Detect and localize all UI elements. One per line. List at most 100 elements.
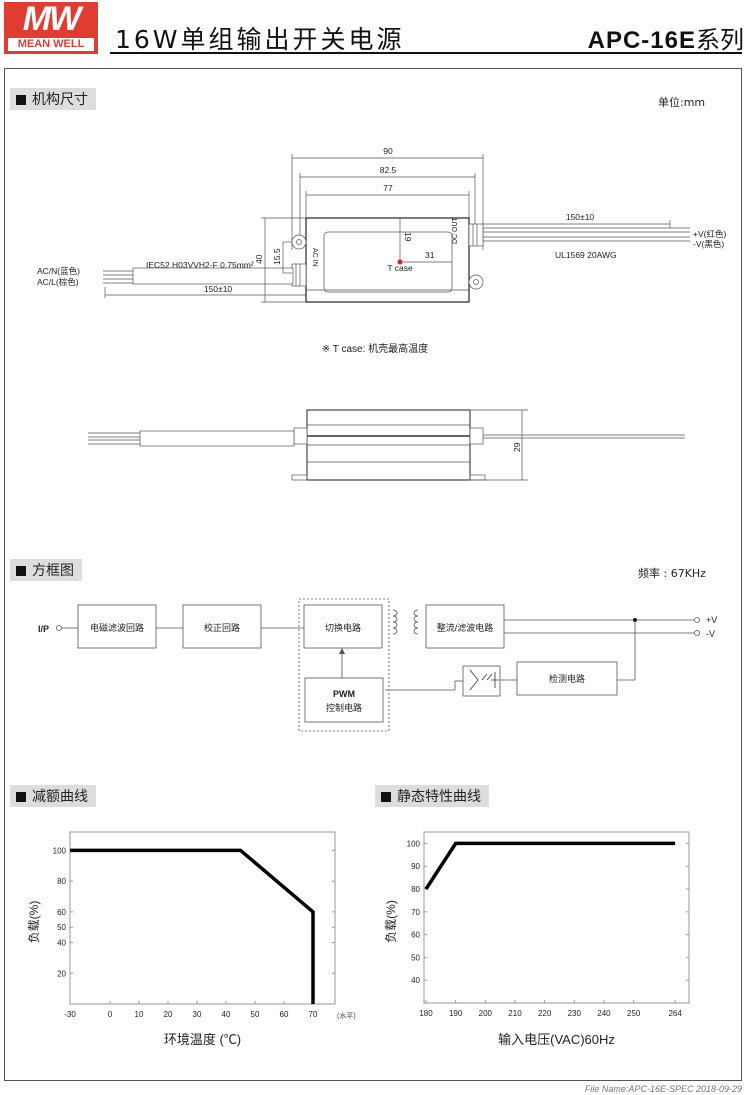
block-pwm-label: 控制电路 — [326, 702, 362, 713]
dim-82-5: 82.5 — [299, 165, 476, 240]
y-tick-label: 70 — [411, 908, 420, 917]
input-cable — [132, 267, 294, 285]
x-tick-label: 70 — [309, 1010, 318, 1019]
dim-82-5-label: 82.5 — [380, 165, 397, 175]
section-header-mechanical: 机构尺寸 — [10, 88, 96, 110]
logo-mark: MW — [22, 0, 81, 38]
unit-label: 单位:mm — [658, 96, 706, 109]
section-title: 静态特性曲线 — [397, 789, 481, 805]
block-pfc — [182, 604, 262, 649]
v-plus-label: +V(红色) — [693, 229, 726, 239]
dim-77-label: 77 — [383, 183, 393, 193]
x-tick-label: 190 — [449, 1009, 463, 1018]
block-rectifier-label: 整流/滤波电路 — [437, 622, 494, 633]
psu-body-top-view — [305, 217, 470, 303]
y-tick-label: 60 — [57, 908, 66, 917]
block-pwm — [304, 677, 384, 723]
x-axis-unit-note: (水平) — [337, 1011, 356, 1020]
section-bullet-icon — [381, 792, 391, 802]
block-detection — [516, 661, 618, 696]
x-tick-label: 180 — [419, 1009, 433, 1018]
series-line-load — [70, 848, 315, 1004]
section-header-static: 静态特性曲线 — [375, 785, 489, 807]
y-axis-label: 负载(%) — [384, 900, 398, 943]
mount-ear-left — [291, 234, 307, 250]
block-switching — [303, 604, 383, 649]
footer-file-name: File Name:APC-16E-SPEC 2018-09-29 — [584, 1084, 742, 1094]
block-pwm-title: PWM — [333, 689, 355, 699]
block-emi-filter — [77, 604, 157, 649]
section-title: 机构尺寸 — [32, 92, 88, 108]
mount-ear-right — [468, 274, 484, 290]
dim-31-label: 31 — [425, 250, 435, 260]
y-tick-label: 40 — [57, 939, 66, 948]
psu-side-view — [88, 409, 685, 481]
x-tick-label: 60 — [280, 1010, 289, 1019]
dim-90-label: 90 — [383, 146, 393, 156]
x-axis-label: 输入电压(VAC)60Hz — [498, 1032, 615, 1047]
logo-text: MEAN WELL — [8, 38, 94, 51]
section-title: 减额曲线 — [32, 789, 88, 805]
primary-control-group — [298, 598, 390, 732]
tcase-label: T case — [387, 263, 413, 273]
block-rectifier — [425, 604, 505, 649]
output-plus-terminal-icon — [694, 617, 700, 623]
y-tick-label: 100 — [53, 846, 67, 855]
x-tick-label: 10 — [135, 1010, 144, 1019]
x-tick-label: 30 — [193, 1010, 202, 1019]
v-minus-label: -V(黑色) — [693, 239, 724, 249]
block-diagram: I/P 电磁滤波回路 校正回路 切换电路 PWM 控制电路 整流/滤波电路 +V… — [38, 598, 717, 732]
x-tick-label: 250 — [627, 1009, 641, 1018]
x-tick-label: 264 — [668, 1009, 682, 1018]
x-tick-label: 240 — [597, 1009, 611, 1018]
x-axis-label: 环境温度 (℃) — [164, 1032, 241, 1047]
section-bullet-icon — [16, 792, 26, 802]
input-cable-spec: IEC52 H03VVH2-F 0.75mm² — [146, 260, 254, 270]
input-gland — [291, 263, 307, 287]
x-tick-label: 210 — [508, 1009, 522, 1018]
x-tick-label: -30 — [64, 1010, 76, 1019]
series-suffix: 系列 — [696, 27, 744, 54]
series-model: APC-16E — [587, 27, 696, 54]
tcase-marker-icon — [397, 259, 403, 265]
derating-chart: 20 40 50 60 80 100 -30 0 10 20 30 40 50 60 70 (水平) 环境温度 … — [27, 831, 356, 1047]
dc-out-label: DC OUT — [452, 216, 459, 244]
tcase-note: ※ T case: 机壳最高温度 — [322, 342, 428, 355]
block-detection-label: 检测电路 — [549, 673, 585, 684]
dim-77: 77 — [305, 183, 470, 218]
ac-n-label: AC/N(蓝色) — [37, 266, 80, 276]
x-tick-label: 50 — [251, 1010, 260, 1019]
ac-in-label: AC IN — [311, 248, 318, 267]
plot-area — [423, 831, 690, 1004]
y-tick-label: 80 — [57, 877, 66, 886]
output-cable-spec: UL1569 20AWG — [555, 250, 617, 260]
x-tick-label: 40 — [222, 1010, 231, 1019]
x-tick-label: 0 — [108, 1010, 113, 1019]
section-bullet-icon — [16, 566, 26, 576]
input-label: I/P — [38, 624, 49, 634]
series-title: APC-16E系列 — [588, 20, 744, 55]
y-tick-label: 80 — [411, 885, 420, 894]
x-tick-label: 20 — [164, 1010, 173, 1019]
mechanical-drawing: 90 82.5 77 AC IN DC OUT 19 31 T case IEC… — [37, 146, 726, 481]
section-header-block-diagram: 方框图 — [10, 559, 82, 581]
document-title: 16W单组输出开关电源 — [115, 25, 405, 54]
plot-area — [69, 831, 336, 1005]
block-switching-label: 切换电路 — [325, 622, 361, 633]
dim-19-label: 19 — [403, 232, 413, 242]
output-minus-label: -V — [706, 629, 715, 639]
y-axis-label: 负载(%) — [27, 901, 41, 944]
series-line-load — [424, 841, 676, 890]
section-bullet-icon — [16, 95, 26, 105]
x-tick-label: 220 — [538, 1009, 552, 1018]
output-gland — [468, 223, 484, 247]
arrow-up-icon — [339, 648, 345, 654]
section-header-derating: 减额曲线 — [10, 785, 96, 807]
y-tick-label: 50 — [57, 923, 66, 932]
mean-well-logo: MW MEAN WELL — [4, 2, 98, 54]
dim-40-label: 40 — [254, 254, 264, 264]
block-emi-filter-label: 电磁滤波回路 — [90, 622, 144, 633]
y-tick-label: 20 — [57, 969, 66, 978]
frequency-label: 频率 : 67KHz — [638, 567, 706, 580]
